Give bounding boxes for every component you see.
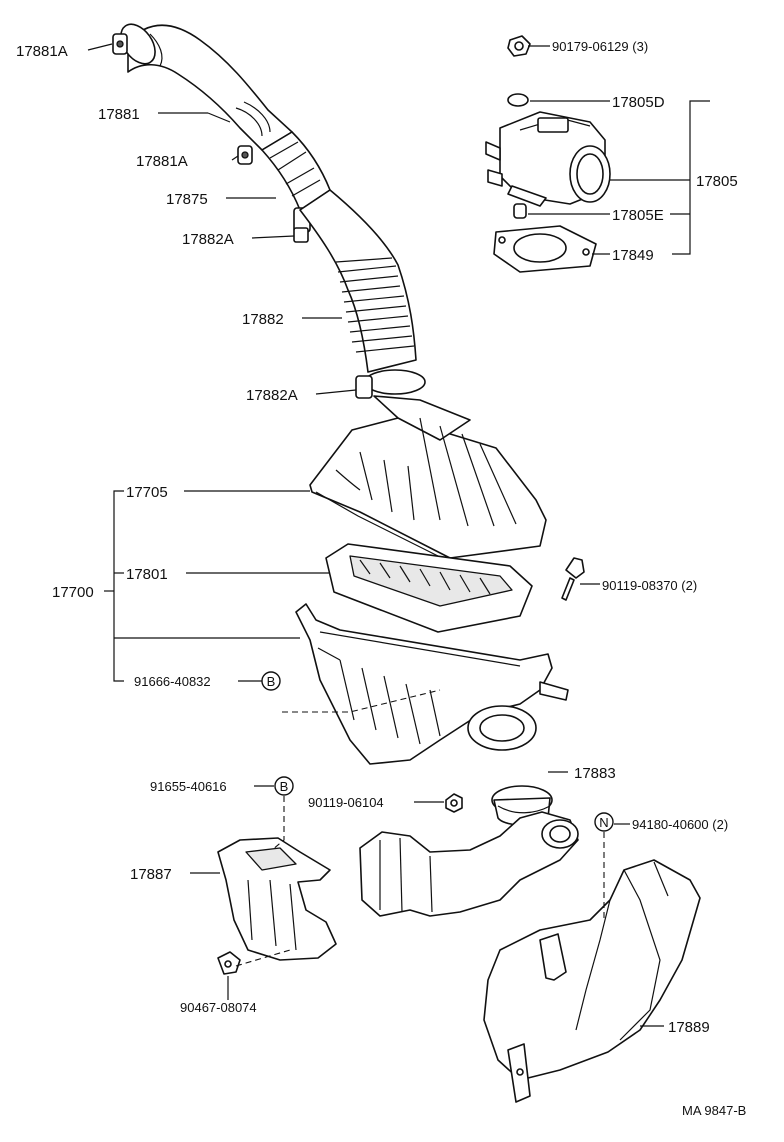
- intake-hose-17881: [120, 23, 293, 151]
- air-flow-meter-17805: [485, 111, 611, 207]
- label-90179-06129-part: 90179-06129: [552, 39, 629, 54]
- bolt-90119-06104: [445, 793, 463, 813]
- label-17889: 17889: [668, 1019, 710, 1036]
- grommet-17805E: [513, 203, 527, 219]
- label-94180-40600-qty: (2): [712, 817, 728, 832]
- label-94180-40600-part: 94180-40600: [632, 817, 709, 832]
- label-17882A-low: 17882A: [246, 387, 298, 404]
- ref-circle-b-1: B: [261, 671, 281, 691]
- air-cleaner-cap-17705: [309, 395, 547, 561]
- label-90467-08074: 90467-08074: [180, 1000, 257, 1015]
- label-90179-06129: 90179-06129 (3): [552, 39, 648, 54]
- label-17887: 17887: [130, 866, 172, 883]
- label-90119-06104: 90119-06104: [308, 795, 384, 810]
- air-duct-17887: [217, 837, 337, 961]
- label-17805E: 17805E: [612, 207, 664, 224]
- grommet-17805D: [507, 93, 529, 107]
- leader-lines: [87, 43, 710, 1027]
- hose-clamp-17881A-top: [112, 33, 128, 55]
- bolt-90119-08370: [561, 557, 585, 601]
- air-cleaner-case: [295, 603, 569, 765]
- label-90119-08370: 90119-08370 (2): [602, 578, 697, 593]
- label-17801: 17801: [126, 566, 168, 583]
- label-17705: 17705: [126, 484, 168, 501]
- label-17805: 17805: [696, 173, 738, 190]
- bellows-hose-17882: [299, 189, 417, 373]
- label-17805D: 17805D: [612, 94, 665, 111]
- label-17882A-top: 17882A: [182, 231, 234, 248]
- ref-circle-n-letter: N: [599, 815, 608, 830]
- label-90179-06129-qty: (3): [632, 39, 648, 54]
- ref-line-b-duct: [271, 796, 285, 851]
- label-90119-08370-qty: (2): [681, 578, 697, 593]
- ref-circle-b-2: B: [274, 776, 294, 796]
- connector-pipe-17875: [261, 131, 331, 211]
- hose-clamp-17882A-low: [355, 369, 426, 399]
- label-17881A-mid: 17881A: [136, 153, 188, 170]
- label-17881: 17881: [98, 106, 140, 123]
- ref-circle-n: N: [594, 812, 614, 832]
- label-94180-40600: 94180-40600 (2): [632, 817, 728, 832]
- label-17875: 17875: [166, 191, 208, 208]
- diagram-code: MA 9847-B: [682, 1103, 746, 1118]
- bolt-90179-06129: [507, 35, 531, 57]
- clip-90467-08074: [217, 951, 241, 975]
- label-17881A-top: 17881A: [16, 43, 68, 60]
- ref-circle-b-2-letter: B: [280, 779, 289, 794]
- gasket-17849: [493, 225, 597, 273]
- label-17849: 17849: [612, 247, 654, 264]
- ref-circle-b-1-letter: B: [267, 674, 276, 689]
- label-17700: 17700: [52, 584, 94, 601]
- hose-clamp-17881A-mid: [237, 145, 253, 165]
- ref-line-b-case: [282, 689, 441, 713]
- air-filter-element-17801: [325, 543, 533, 633]
- air-intake-duct: [359, 811, 579, 917]
- label-91655-40616: 91655-40616: [150, 779, 227, 794]
- label-17882: 17882: [242, 311, 284, 328]
- label-91666-40832: 91666-40832: [134, 674, 211, 689]
- resonator-17889: [483, 859, 701, 1103]
- label-17883: 17883: [574, 765, 616, 782]
- label-90119-08370-part: 90119-08370: [602, 578, 678, 593]
